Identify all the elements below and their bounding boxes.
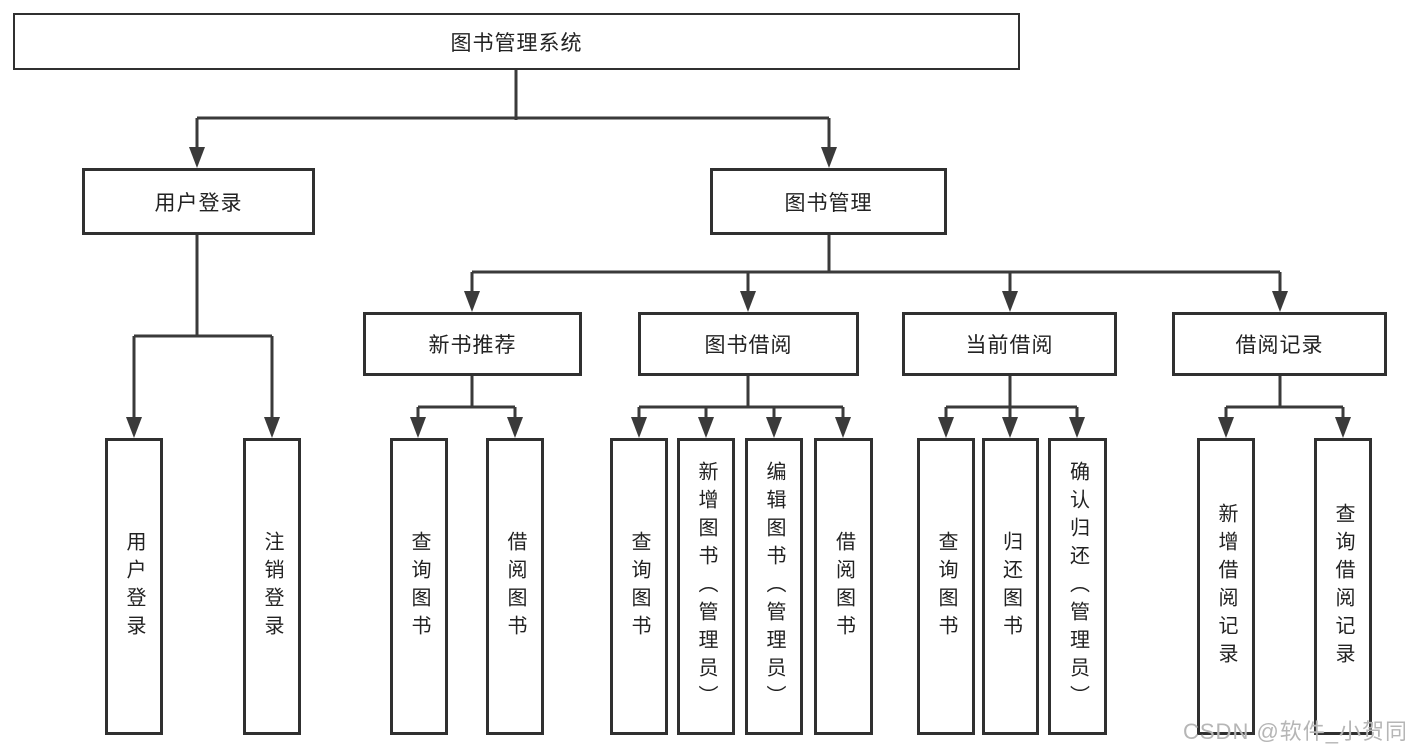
- leaf-query-books-current: 查询图书: [917, 438, 975, 735]
- leaf-query-borrow-record: 查询借阅记录: [1314, 438, 1372, 735]
- leaf-add-borrow-record: 新增借阅记录: [1197, 438, 1255, 735]
- leaf-query-borrow-record-label: 查询借阅记录: [1332, 502, 1354, 671]
- node-book-management-label: 图书管理: [784, 191, 873, 215]
- leaf-logout-login-label: 注销登录: [261, 530, 283, 643]
- node-new-book-recommendation: 新书推荐: [363, 312, 582, 376]
- node-library-system: 图书管理系统: [13, 13, 1020, 70]
- leaf-query-books-recommend: 查询图书: [390, 438, 448, 735]
- leaf-edit-books-admin: 编辑图书（管理员）: [745, 438, 803, 735]
- leaf-user-login-label: 用户登录: [123, 530, 145, 643]
- node-borrowing-records: 借阅记录: [1172, 312, 1387, 376]
- leaf-edit-books-admin-label: 编辑图书（管理员）: [763, 460, 785, 713]
- leaf-borrow-books-borrow: 借阅图书: [814, 438, 873, 735]
- leaf-return-books: 归还图书: [982, 438, 1039, 735]
- node-user-login: 用户登录: [82, 168, 315, 235]
- node-current-borrowing-label: 当前借阅: [965, 334, 1054, 357]
- connector-paths: [132, 69, 1345, 422]
- node-borrowing-records-label: 借阅记录: [1235, 334, 1324, 357]
- leaf-confirm-return-admin-label: 确认归还（管理员）: [1066, 460, 1089, 713]
- leaf-query-books-recommend-label: 查询图书: [408, 530, 430, 643]
- node-current-borrowing: 当前借阅: [902, 312, 1117, 376]
- leaf-borrow-books-borrow-label: 借阅图书: [832, 530, 855, 643]
- leaf-borrow-books-recommend-label: 借阅图书: [504, 530, 526, 643]
- leaf-query-books-borrow: 查询图书: [610, 438, 668, 735]
- leaf-confirm-return-admin: 确认归还（管理员）: [1048, 438, 1107, 735]
- node-new-book-recommendation-label: 新书推荐: [428, 334, 517, 357]
- arrowheads: [126, 147, 1351, 438]
- leaf-user-login: 用户登录: [105, 438, 163, 735]
- node-book-borrowing: 图书借阅: [638, 312, 859, 376]
- node-library-system-label: 图书管理系统: [450, 31, 583, 55]
- node-user-login-label: 用户登录: [154, 191, 243, 215]
- leaf-logout-login: 注销登录: [243, 438, 301, 735]
- node-book-management: 图书管理: [710, 168, 947, 235]
- leaf-query-books-borrow-label: 查询图书: [628, 530, 650, 643]
- leaf-query-books-current-label: 查询图书: [935, 530, 957, 643]
- leaf-borrow-books-recommend: 借阅图书: [486, 438, 544, 735]
- leaf-return-books-label: 归还图书: [999, 530, 1022, 643]
- csdn-watermark: CSDN @软件_小贺同学: [1183, 719, 1405, 744]
- leaf-add-books-admin-label: 新增图书（管理员）: [695, 460, 717, 713]
- leaf-add-borrow-record-label: 新增借阅记录: [1215, 502, 1237, 671]
- node-book-borrowing-label: 图书借阅: [704, 334, 793, 357]
- leaf-add-books-admin: 新增图书（管理员）: [677, 438, 735, 735]
